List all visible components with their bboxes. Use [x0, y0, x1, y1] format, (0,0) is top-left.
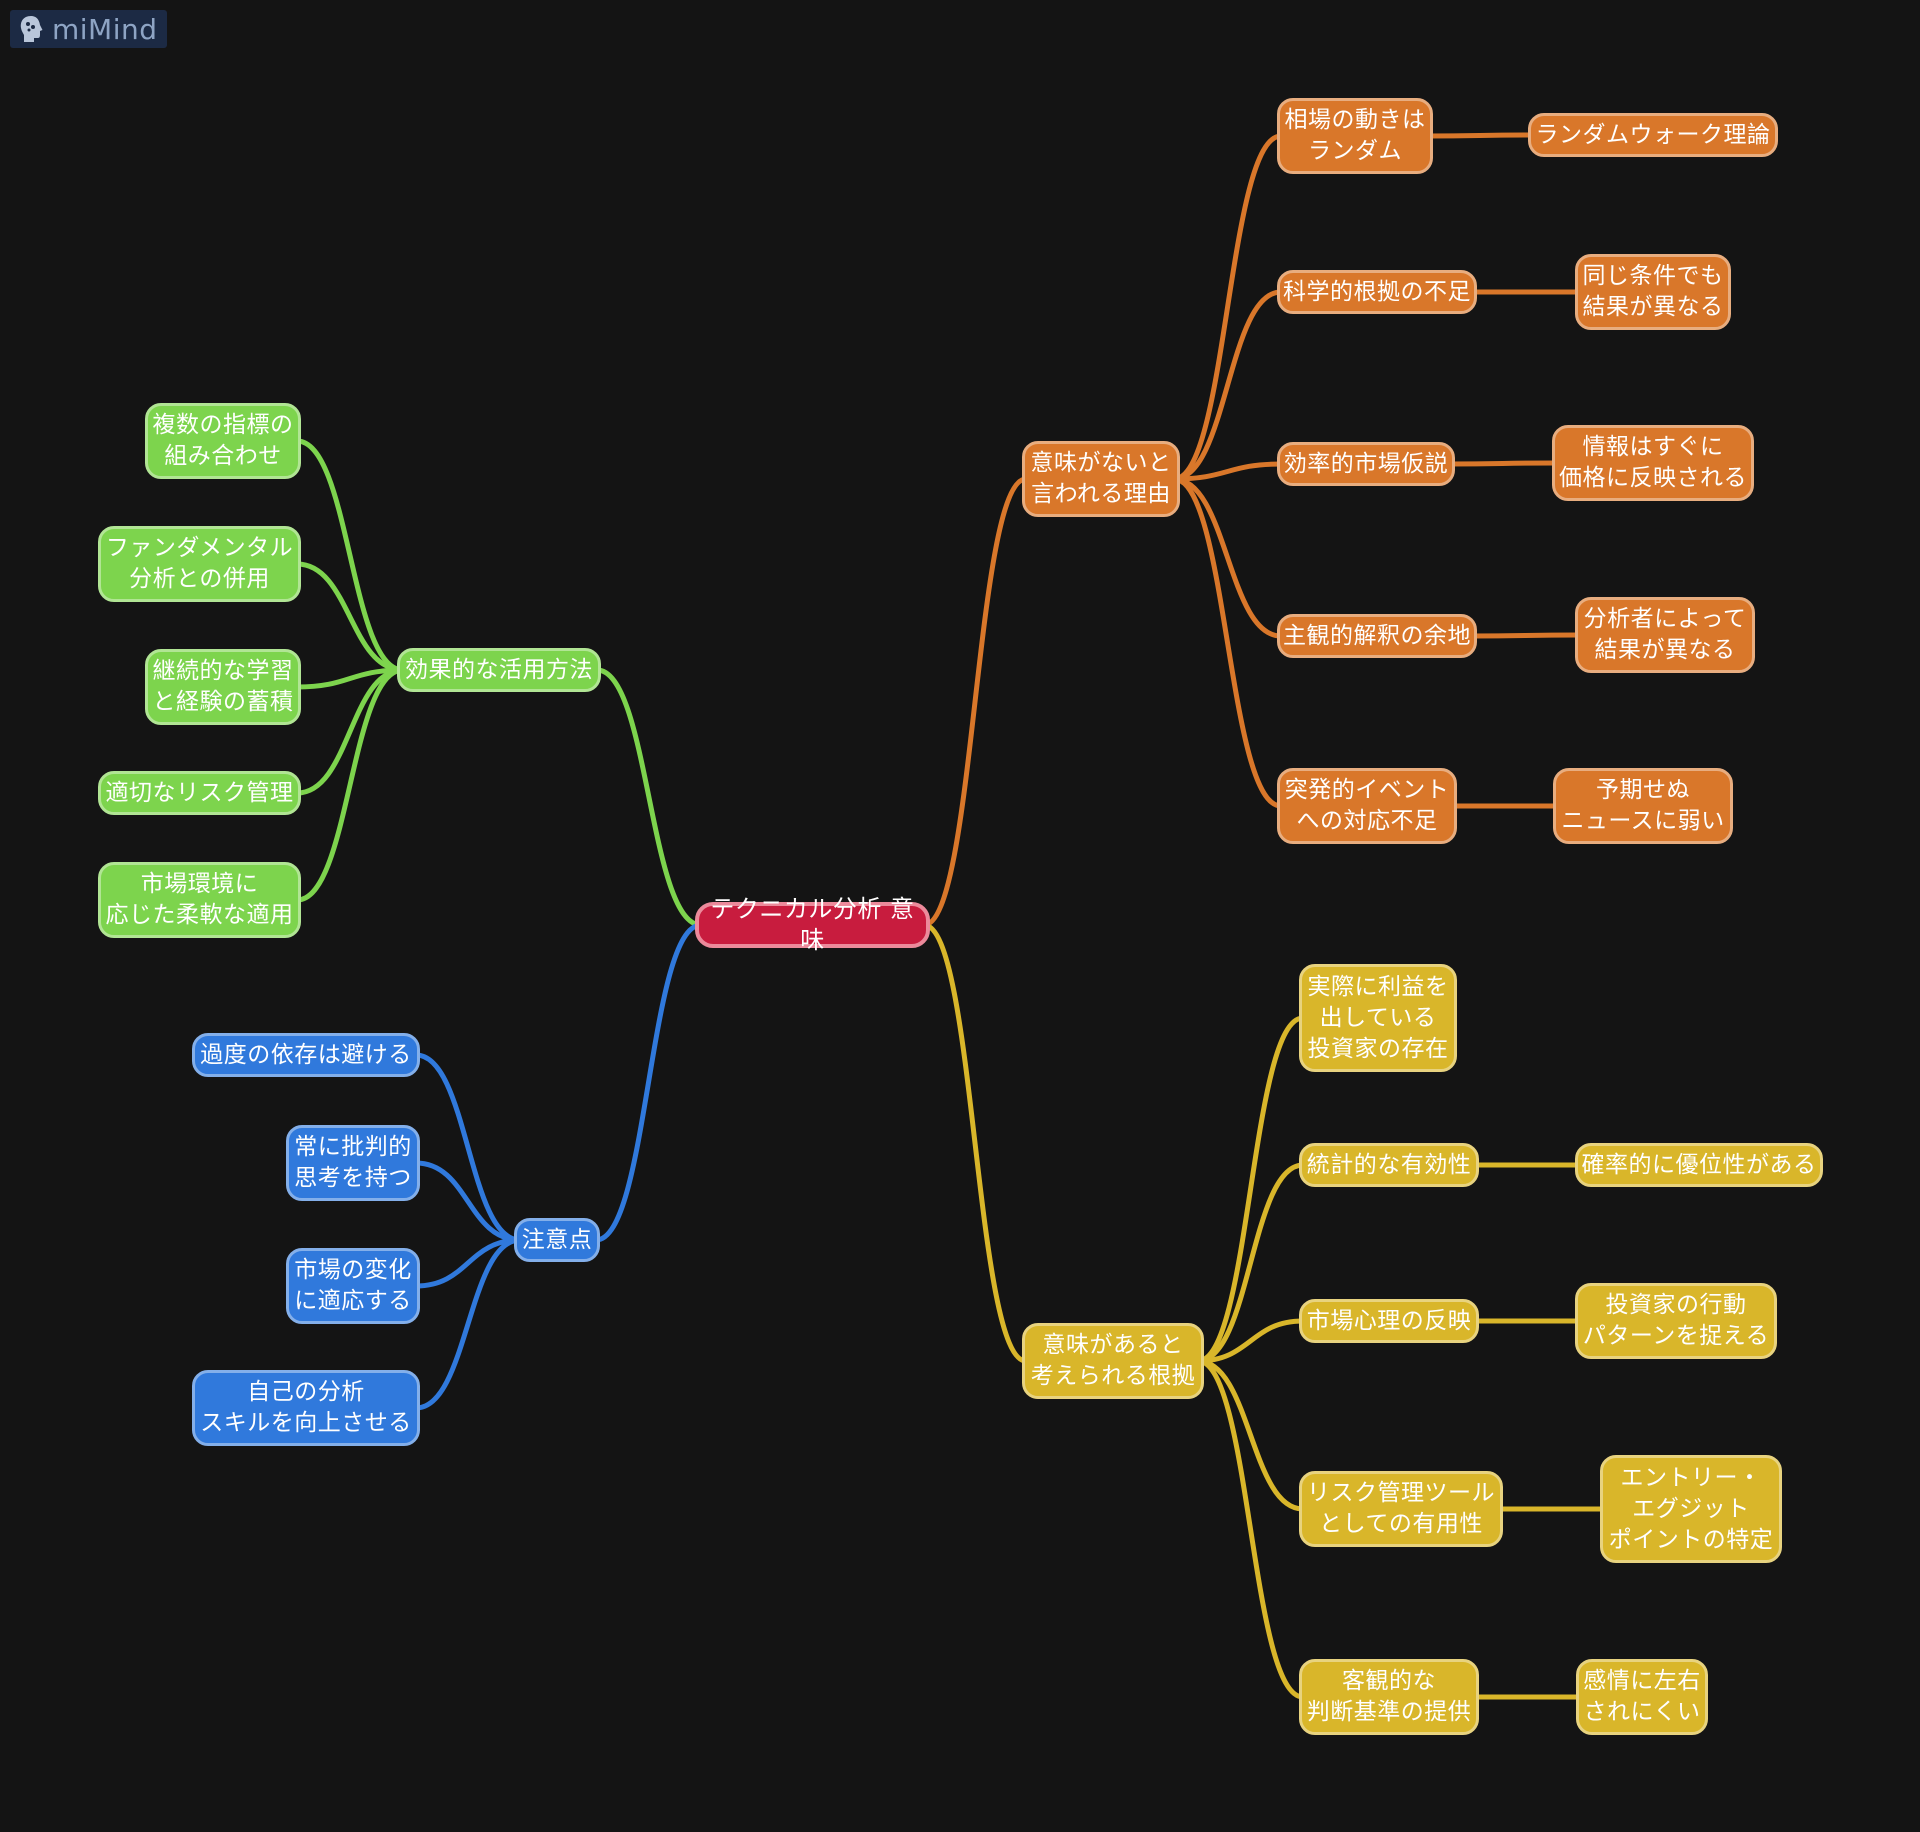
connector-4: [1171, 133, 1284, 482]
node-efficient-market[interactable]: 効率的市場仮説: [1277, 442, 1455, 486]
connector-30: [413, 1237, 523, 1289]
node-flexible-application[interactable]: 市場環境に 応じた柔軟な適用: [98, 862, 301, 938]
node-different-results[interactable]: 同じ条件でも 結果が異なる: [1575, 254, 1731, 330]
connector-2: [594, 667, 704, 928]
node-price-reflects-info[interactable]: 情報はすぐに 価格に反映される: [1552, 425, 1754, 501]
branch-cautions[interactable]: 注意点: [514, 1218, 600, 1262]
app-name: miMind: [52, 12, 158, 46]
connector-28: [413, 1052, 523, 1243]
connector-31: [413, 1237, 523, 1411]
node-multiple-indicators[interactable]: 複数の指標の 組み合わせ: [145, 403, 301, 479]
branch-meaning-grounds[interactable]: 意味があると 考えられる根拠: [1022, 1323, 1204, 1399]
connector-12: [1171, 476, 1284, 809]
connector-5: [1424, 132, 1535, 139]
node-improve-skills[interactable]: 自己の分析 スキルを向上させる: [192, 1370, 420, 1446]
connector-24: [294, 561, 406, 673]
node-sudden-events[interactable]: 突発的イベント への対応不足: [1277, 768, 1457, 844]
connector-23: [294, 438, 406, 673]
brain-head-icon: [20, 16, 43, 42]
node-random-walk-theory[interactable]: ランダムウォーク理論: [1528, 113, 1778, 157]
connector-19: [1195, 1358, 1306, 1512]
connector-6: [1171, 289, 1284, 482]
connector-17: [1195, 1318, 1306, 1364]
node-continuous-learning[interactable]: 継続的な学習 と経験の蓄積: [145, 649, 301, 725]
connector-21: [1195, 1358, 1306, 1700]
connector-3: [593, 922, 704, 1243]
connector-11: [1468, 632, 1582, 639]
branch-no-meaning-reasons[interactable]: 意味がないと 言われる理由: [1022, 441, 1180, 517]
connector-25: [294, 667, 406, 690]
node-subjective-interpretation[interactable]: 主観的解釈の余地: [1277, 614, 1477, 658]
connector-9: [1446, 460, 1559, 467]
connector-10: [1171, 476, 1284, 639]
node-less-emotional[interactable]: 感情に左右 されにくい: [1576, 1659, 1708, 1735]
node-investor-patterns[interactable]: 投資家の行動 パターンを捉える: [1575, 1283, 1777, 1359]
connector-0: [921, 476, 1029, 928]
node-critical-thinking[interactable]: 常に批判的 思考を持つ: [286, 1125, 420, 1201]
connector-8: [1171, 461, 1284, 482]
app-logo[interactable]: miMind: [10, 10, 167, 48]
connector-14: [1195, 1015, 1306, 1364]
connector-15: [1195, 1162, 1306, 1364]
node-risk-management[interactable]: 適切なリスク管理: [98, 771, 301, 815]
branch-effective-usage[interactable]: 効果的な活用方法: [397, 648, 601, 692]
node-objective-criteria[interactable]: 客観的な 判断基準の提供: [1299, 1659, 1479, 1735]
connector-26: [294, 667, 406, 796]
node-statistical-validity[interactable]: 統計的な有効性: [1299, 1143, 1479, 1187]
node-lack-of-evidence[interactable]: 科学的根拠の不足: [1277, 270, 1477, 314]
node-adapt-to-change[interactable]: 市場の変化 に適応する: [286, 1248, 420, 1324]
node-random-market[interactable]: 相場の動きは ランダム: [1277, 98, 1433, 174]
node-fundamental-combination[interactable]: ファンダメンタル 分析との併用: [98, 526, 301, 602]
connector-27: [294, 667, 406, 903]
node-risk-management-tool[interactable]: リスク管理ツール としての有用性: [1299, 1471, 1503, 1547]
node-probabilistic-edge[interactable]: 確率的に優位性がある: [1575, 1143, 1823, 1187]
node-entry-exit-points[interactable]: エントリー・ エグジット ポイントの特定: [1600, 1455, 1782, 1563]
node-avoid-overreliance[interactable]: 過度の依存は避ける: [192, 1033, 420, 1077]
node-unexpected-news[interactable]: 予期せぬ ニュースに弱い: [1553, 768, 1733, 844]
connector-1: [921, 922, 1029, 1364]
root-node[interactable]: テクニカル分析 意味: [695, 895, 930, 954]
connector-29: [413, 1160, 523, 1243]
node-analyst-dependent[interactable]: 分析者によって 結果が異なる: [1575, 597, 1755, 673]
node-profitable-investors[interactable]: 実際に利益を 出している 投資家の存在: [1299, 964, 1457, 1072]
node-market-psychology[interactable]: 市場心理の反映: [1299, 1299, 1479, 1343]
